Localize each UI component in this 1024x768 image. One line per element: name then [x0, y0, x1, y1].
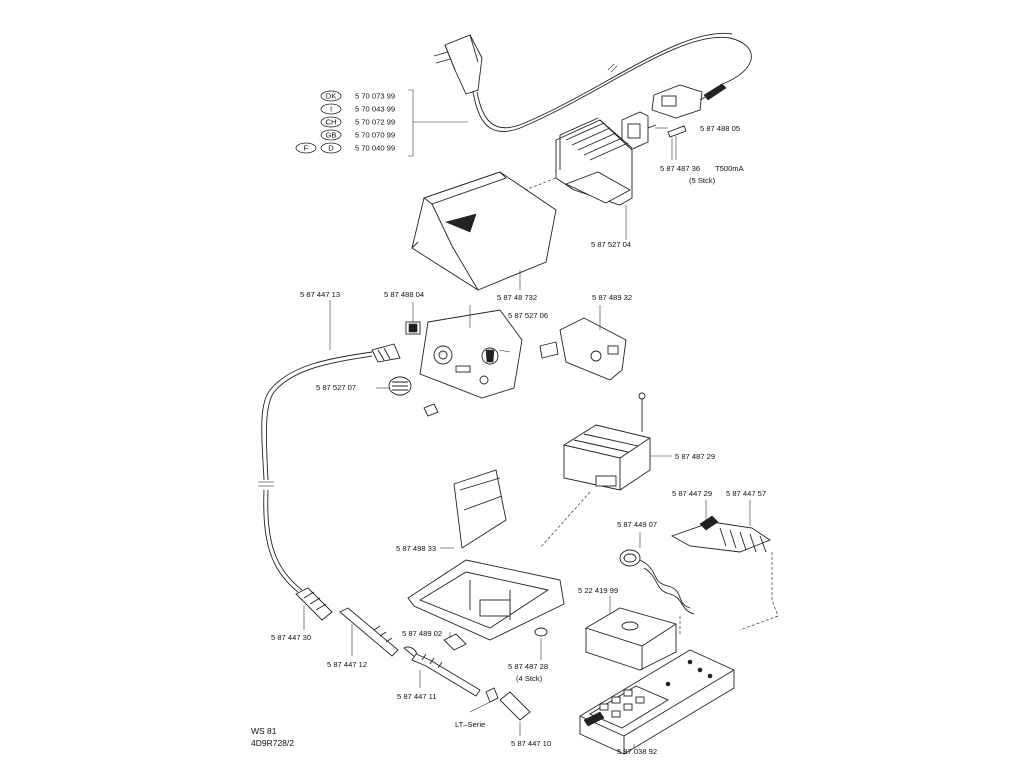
country-code: F — [304, 144, 309, 153]
part-label: 5 87 48 732 — [497, 293, 537, 302]
part-number: 5 70 073 99 — [355, 92, 395, 101]
iron-cable — [258, 300, 401, 593]
document-code: 4D9R728/2 — [251, 738, 294, 748]
part-number: 5 70 070 99 — [355, 131, 395, 140]
part-label: 5 87 447 13 — [300, 290, 340, 299]
iron-stand — [579, 649, 735, 755]
part-number: 5 70 040 99 — [355, 144, 395, 153]
part-number: 5 70 043 99 — [355, 105, 395, 114]
country-code: GB — [326, 131, 337, 140]
part-label: 5 87 487 29 — [675, 452, 715, 461]
temperature-knob — [388, 376, 439, 417]
housing-cover — [411, 171, 557, 291]
part-label: 5 87 447 30 — [271, 633, 311, 642]
model-label: WS 81 — [251, 726, 277, 736]
part-label: 5 87 527 04 — [591, 240, 631, 249]
part-label: 5 87 488 04 — [384, 290, 424, 299]
part-label: 5 87 489 32 — [592, 293, 632, 302]
iron-connector — [295, 587, 333, 630]
mains-plug — [433, 34, 483, 95]
country-code-badge — [295, 142, 317, 154]
transformer — [539, 392, 672, 549]
country-code-badge — [320, 90, 342, 102]
part-label: 5 87 447 11 — [397, 692, 437, 701]
country-code-badge — [320, 103, 342, 115]
country-code-badge — [320, 129, 342, 141]
power-switch — [405, 302, 421, 335]
power-cord — [472, 32, 752, 132]
part-number: 5 70 072 99 — [355, 118, 395, 127]
part-label: 5 87 498 33 — [396, 544, 436, 553]
part-label: 5 87 447 29 — [672, 489, 712, 498]
part-label: T500mA — [715, 164, 745, 173]
country-code: I — [330, 105, 332, 114]
heating-element — [403, 646, 481, 697]
soldering-tip — [469, 687, 531, 736]
base-chassis — [407, 559, 565, 641]
part-label: (4 Stck) — [516, 674, 543, 683]
tip-holder — [670, 500, 779, 631]
part-label: (5 Stck) — [689, 176, 716, 185]
country-code: CH — [326, 118, 337, 127]
part-label: 5 87 527 07 — [316, 383, 356, 392]
country-code-badge — [320, 142, 342, 154]
country-code: DK — [326, 92, 337, 101]
part-label: 5 87 487 28 — [508, 662, 548, 671]
part-label: 5 87 447 10 — [511, 739, 551, 748]
part-label: 5 87 527 06 — [508, 311, 548, 320]
part-label: 5 87 449 07 — [617, 520, 657, 529]
base-screw — [443, 632, 467, 651]
part-label: 5 87 488 05 — [700, 124, 740, 133]
country-code: D — [328, 144, 334, 153]
country-code-badge — [320, 116, 342, 128]
cleaning-spiral — [619, 532, 695, 636]
part-label: 5 87 038 92 — [617, 747, 657, 756]
control-board — [539, 305, 627, 381]
front-panel — [419, 305, 523, 399]
part-label: 5 22 419 99 — [578, 586, 618, 595]
tip-series-label: LT–Serie — [455, 720, 485, 729]
rubber-foot — [534, 627, 548, 660]
part-label: 5 87 447 12 — [327, 660, 367, 669]
shield-plate — [440, 469, 507, 549]
fuse — [667, 125, 687, 160]
heatsink-board — [519, 117, 633, 240]
appliance-connector — [651, 83, 727, 119]
plug-variant-list: DK I CH GB D F 5 70 073 99 5 70 043 99 5… — [295, 89, 468, 157]
cleaning-sponge — [585, 596, 677, 671]
iron-handle — [339, 607, 399, 657]
power-socket — [621, 111, 668, 151]
part-label: 5 87 489 02 — [402, 629, 442, 638]
part-label: 5 87 447 57 — [726, 489, 766, 498]
part-label: 5 87 487 36 — [660, 164, 700, 173]
